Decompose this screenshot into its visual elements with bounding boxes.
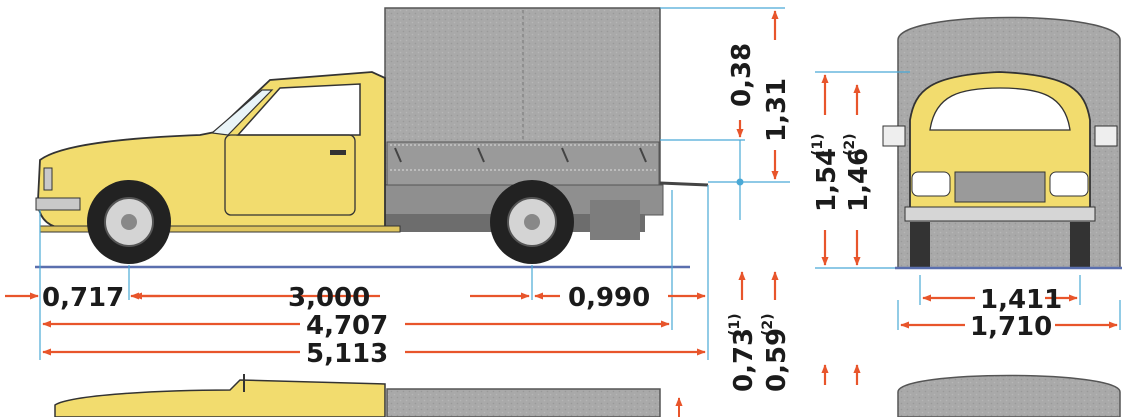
label-height-2-note: (2) (842, 133, 858, 156)
front-view (882, 16, 1122, 270)
dimension-labels: 0,717 3,000 0,990 4,707 5,113 1,411 1,71… (42, 43, 1062, 392)
front-windshield (929, 87, 1071, 131)
cab-door (224, 134, 356, 216)
label-tarp-total-height: 1,31 (762, 78, 792, 142)
label-front-overhang: 0,717 (42, 283, 124, 313)
dimension-arrows (5, 10, 1118, 385)
label-height-1: 1,54 (812, 148, 842, 212)
label-height-2: 1,46 (844, 148, 874, 212)
front-wheel (87, 180, 171, 264)
label-track: 1,411 (980, 285, 1062, 315)
label-body-length: 4,707 (306, 311, 388, 341)
label-overall-length: 5,113 (306, 339, 388, 369)
label-height-1-note: (1) (810, 133, 826, 156)
lower-front-view (897, 374, 1121, 417)
label-tarp-height-above-body: 0,38 (727, 43, 757, 107)
label-bed-height-1-note: (1) (727, 313, 743, 336)
label-overall-width: 1,710 (970, 312, 1052, 342)
label-rear-overhang: 0,990 (568, 283, 650, 313)
label-wheelbase: 3,000 (288, 283, 370, 313)
extension-lines (39, 7, 1121, 360)
front-bumper-front-view (904, 206, 1096, 222)
label-bed-height-2: 0,59 (762, 328, 792, 392)
rear-wheel (490, 180, 574, 264)
label-bed-height-1: 0,73 (729, 328, 759, 392)
side-view (35, 7, 709, 269)
lower-side-view (54, 374, 683, 417)
windshield (210, 89, 274, 136)
grille (954, 171, 1046, 203)
front-bumper (35, 197, 81, 211)
label-bed-height-2-note: (2) (760, 313, 776, 336)
tarp-lower-band (386, 141, 660, 186)
